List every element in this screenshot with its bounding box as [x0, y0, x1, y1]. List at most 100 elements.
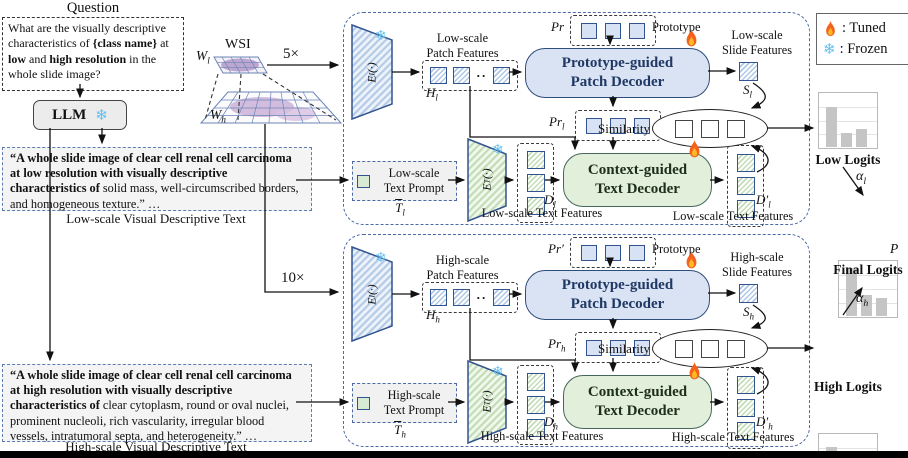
wsi-low-thumbnail [213, 56, 268, 74]
low-logits-label: Low Logits [815, 152, 881, 167]
legend-tuned-label: : Tuned [842, 20, 886, 36]
frozen-icon: ❄ [375, 29, 387, 44]
high-text-prompt-label: High-scale Text Prompt [383, 388, 445, 417]
low-similarity-oval [652, 109, 768, 148]
patch-feature-token [453, 289, 471, 306]
text-feature-token [736, 154, 755, 172]
text-feature-token [526, 197, 545, 215]
low-prototype-row [570, 15, 656, 46]
similarity-cell [701, 119, 719, 138]
high-text-features-column [517, 365, 554, 445]
prototype-guided-patch-decoder-low: Prototype-guided Patch Decoder [525, 48, 710, 98]
text-prompt-token [357, 174, 370, 188]
final-logits-label: Final Logits [833, 262, 903, 277]
prototype-token [581, 22, 597, 39]
text-feature-token [736, 422, 755, 440]
patch-feature-token [430, 289, 448, 306]
high-scale-panel [343, 234, 810, 447]
high-descriptive-caption: High-scale Visual Descriptive Text [65, 439, 247, 454]
high-slide-features-label: High-scale Slide Features [721, 250, 792, 279]
question-title: Question [66, 0, 120, 16]
prototype-token [634, 117, 650, 134]
magnification-10x-label: 10× [281, 270, 305, 286]
legend-box: : Tuned ❄ : Frozen [816, 13, 908, 65]
magnification-5x-label: 5× [283, 46, 299, 62]
high-prototype-label: Prototype [652, 242, 701, 256]
frozen-icon: ❄ [375, 251, 387, 266]
text-feature-token [736, 376, 755, 394]
low-proto2-var: Prl [549, 114, 565, 132]
prototype-token [610, 339, 626, 356]
question-box: What are the visually descriptive charac… [2, 17, 184, 91]
high-dp-var: D′h [756, 414, 773, 432]
prototype-token [629, 244, 645, 261]
low-slide-var: Sl [743, 82, 753, 100]
ellipsis-dots: ·· [476, 67, 487, 83]
high-patch-features-row: ·· [422, 282, 518, 313]
text-feature-token [526, 373, 545, 391]
low-logits-chart [818, 92, 878, 149]
prototype-token [605, 244, 621, 261]
prototype-guided-patch-decoder-high: Prototype-guided Patch Decoder [525, 270, 710, 320]
low-text-prompt-label: Low-scale Text Prompt [383, 166, 445, 195]
context-guided-text-decoder-high: Context-guided Text Decoder [563, 375, 712, 429]
high-similarity-oval [652, 329, 768, 368]
frozen-icon: ❄ [95, 107, 108, 124]
prototype-token [586, 339, 602, 356]
prototype-token [605, 22, 621, 39]
prototype-token [581, 244, 597, 261]
high-slide-feature-token [739, 284, 758, 303]
low-text-features-prime-caption: Low-scale Text Features [672, 209, 794, 223]
patch-feature-token [453, 67, 471, 84]
low-patch-features-label: Low-scale Patch Features [426, 31, 499, 60]
high-d-var: Dh [544, 414, 558, 432]
low-text-features-caption: Low-scale Text Features [481, 206, 603, 220]
similarity-cell [727, 339, 745, 358]
low-prompt-var: Tl [395, 200, 405, 218]
text-feature-token [526, 396, 545, 414]
low-descriptive-text-box: “A whole slide image of clear cell renal… [2, 147, 312, 211]
p-label: P [890, 241, 899, 256]
high-logits-label: High Logits [814, 379, 882, 394]
patch-feature-token [492, 67, 510, 84]
low-slide-features-label: Low-scale Slide Features [721, 28, 792, 57]
high-patch-features-label: High-scale Patch Features [426, 253, 499, 282]
low-dp-var: D′l [756, 192, 771, 210]
legend-frozen-label: : Frozen [839, 40, 888, 57]
legend-tuned-row: : Tuned [823, 20, 908, 38]
text-feature-token [736, 177, 755, 195]
low-text-prompt-box: Low-scale Text Prompt [352, 161, 457, 201]
similarity-cell [675, 339, 693, 358]
bottom-border-bar [0, 451, 908, 458]
prototype-token [586, 117, 602, 134]
text-feature-token [736, 399, 755, 417]
wsi-low-var: Wl [196, 48, 210, 67]
similarity-cell [701, 339, 719, 358]
low-slide-feature-token [739, 62, 758, 81]
high-text-prompt-box: High-scale Text Prompt [352, 383, 457, 423]
low-similarity-label: Similarity [598, 121, 650, 136]
low-scale-panel [343, 12, 810, 225]
frozen-icon: ❄ [492, 365, 504, 380]
high-text-features-prime-column [727, 367, 764, 449]
high-slide-var: Sh [743, 304, 755, 322]
wsi-label: WSI [225, 37, 251, 52]
text-feature-token [526, 174, 545, 192]
low-prototype-label: Prototype [652, 20, 701, 34]
frozen-icon: ❄ [492, 143, 504, 158]
flame-icon [826, 20, 835, 36]
llm-box: LLM ❄ [33, 100, 127, 130]
high-patch-var: Hh [426, 307, 440, 325]
alpha-high-label: αh [856, 291, 869, 309]
text-feature-token [736, 200, 755, 218]
text-feature-token [526, 151, 545, 169]
low-text-features-prime-column [727, 145, 764, 227]
ellipsis-dots: ·· [476, 289, 487, 305]
high-prompt-var: Th [394, 422, 406, 440]
low-d-var: Dl [544, 192, 556, 210]
high-proto2-var: Prh [548, 336, 566, 354]
low-patch-var: Hl [426, 85, 438, 103]
legend-frozen-row: ❄ : Frozen [823, 40, 908, 59]
